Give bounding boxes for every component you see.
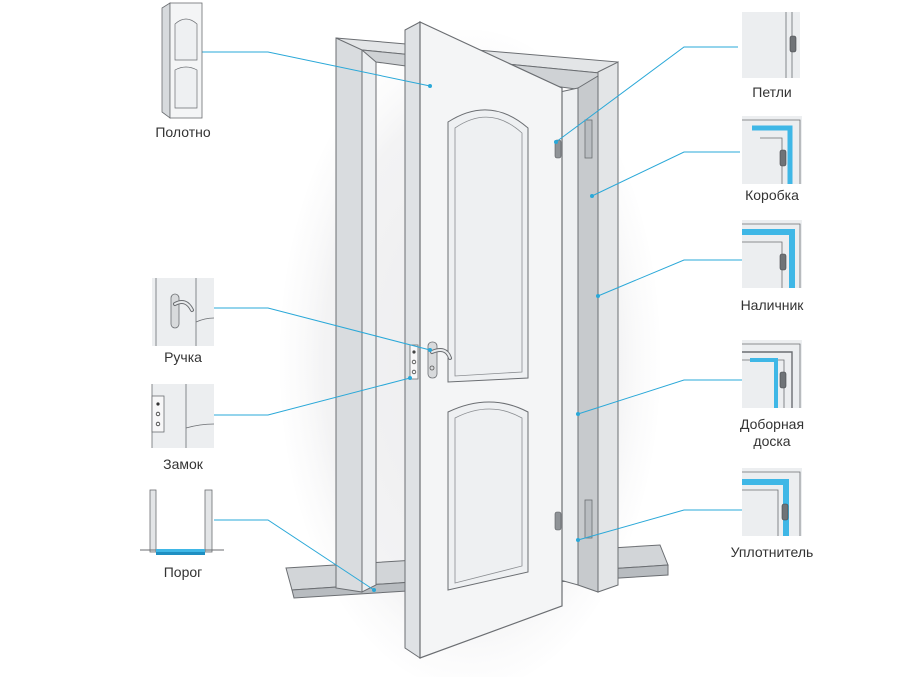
label-seal: Уплотнитель: [730, 544, 814, 560]
label-extension: Доборная доска: [722, 416, 822, 450]
label-threshold: Порог: [163, 564, 203, 580]
leader-extension: [577, 379, 742, 415]
threshold-icon: [140, 489, 224, 555]
door-handle-icon: [152, 278, 215, 346]
label-handle: Ручка: [164, 349, 202, 365]
label-extension-line2: доска: [753, 433, 791, 449]
leader-handle: [214, 307, 431, 351]
leader-lock: [214, 377, 411, 416]
label-leaf: Полотно: [155, 124, 211, 140]
label-lock: Замок: [163, 456, 203, 472]
extension-board-icon: [742, 340, 802, 408]
door-leaf-icon: [161, 2, 203, 119]
label-hinges: Петли: [752, 84, 792, 100]
leader-lines: [202, 46, 742, 591]
leader-casing: [597, 259, 742, 297]
door-frame-icon: [742, 116, 802, 184]
leader-dots: [372, 84, 600, 592]
leader-hinges: [555, 46, 738, 143]
label-frame: Коробка: [745, 187, 799, 203]
casing-icon: [742, 220, 802, 288]
label-extension-line1: Доборная: [739, 416, 805, 432]
leader-frame: [591, 151, 740, 197]
door-lock-icon: [151, 384, 215, 448]
leader-leaf: [202, 51, 431, 87]
door-leaf: [404, 21, 563, 659]
leader-threshold: [214, 519, 375, 591]
label-casing: Наличник: [740, 297, 804, 313]
hinge-icon: [742, 12, 800, 78]
leader-seal: [577, 509, 742, 541]
seal-icon: [742, 468, 802, 536]
